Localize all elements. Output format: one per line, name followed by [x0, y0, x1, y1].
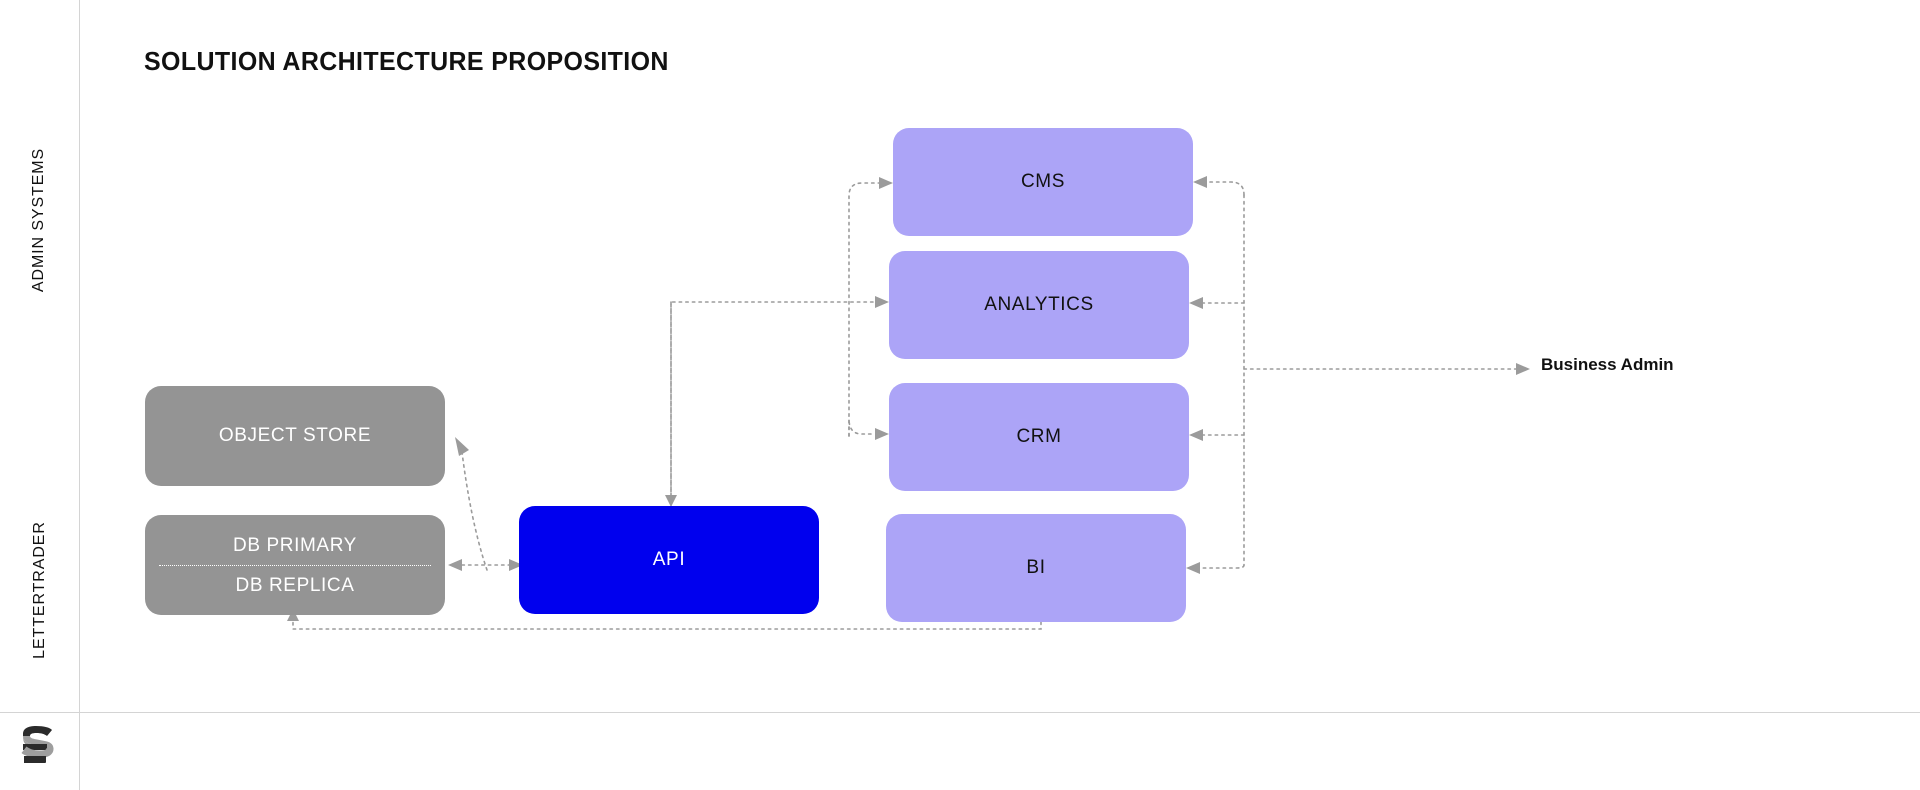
lettertrader-s-logo-icon [21, 726, 54, 763]
connector-api-to-db [448, 559, 523, 571]
node-crm-label: CRM [1016, 426, 1062, 447]
swimlane-label-admin-systems: ADMIN SYSTEMS [0, 60, 79, 380]
page-title: SOLUTION ARCHITECTURE PROPOSITION [144, 46, 669, 76]
connector-db-to-object-store [455, 437, 488, 571]
node-api[interactable]: API [519, 506, 819, 614]
connector-bus-to-bi [1186, 562, 1245, 574]
connector-bus-to-analytics [1189, 297, 1245, 309]
node-db-primary-label: DB PRIMARY [233, 534, 357, 556]
node-bi-label: BI [1026, 557, 1046, 578]
swimlane-admin-systems-text: ADMIN SYSTEMS [30, 147, 48, 293]
actor-business-admin: Business Admin [1541, 355, 1674, 374]
node-object-store-label: OBJECT STORE [218, 425, 372, 446]
connector-api-to-crm [848, 418, 889, 440]
node-object-store[interactable]: OBJECT STORE [145, 386, 445, 486]
connector-bus-to-crm [1189, 429, 1245, 441]
sidebar-divider [79, 0, 80, 790]
connector-bus-to-api-top [665, 301, 677, 507]
connector-bus-to-cms [1193, 176, 1245, 196]
connector-bus-to-business-admin [1243, 363, 1530, 375]
node-database[interactable]: DB PRIMARY DB REPLICA [145, 515, 445, 615]
node-cms[interactable]: CMS [893, 128, 1193, 236]
connector-api-to-cms [848, 177, 893, 437]
node-cms-label: CMS [1020, 171, 1066, 192]
swimlane-lettertrader-text: LETTERTRADER [30, 521, 48, 659]
node-analytics[interactable]: ANALYTICS [889, 251, 1189, 359]
node-db-divider [159, 564, 431, 566]
node-api-label: API [652, 549, 686, 570]
connector-api-to-analytics [670, 296, 889, 506]
node-analytics-label: ANALYTICS [984, 294, 1094, 315]
swimlane-label-lettertrader: LETTERTRADER [0, 460, 79, 720]
node-crm[interactable]: CRM [889, 383, 1189, 491]
node-db-replica-label: DB REPLICA [235, 574, 355, 596]
node-bi[interactable]: BI [886, 514, 1186, 622]
footer-divider [0, 712, 1920, 713]
